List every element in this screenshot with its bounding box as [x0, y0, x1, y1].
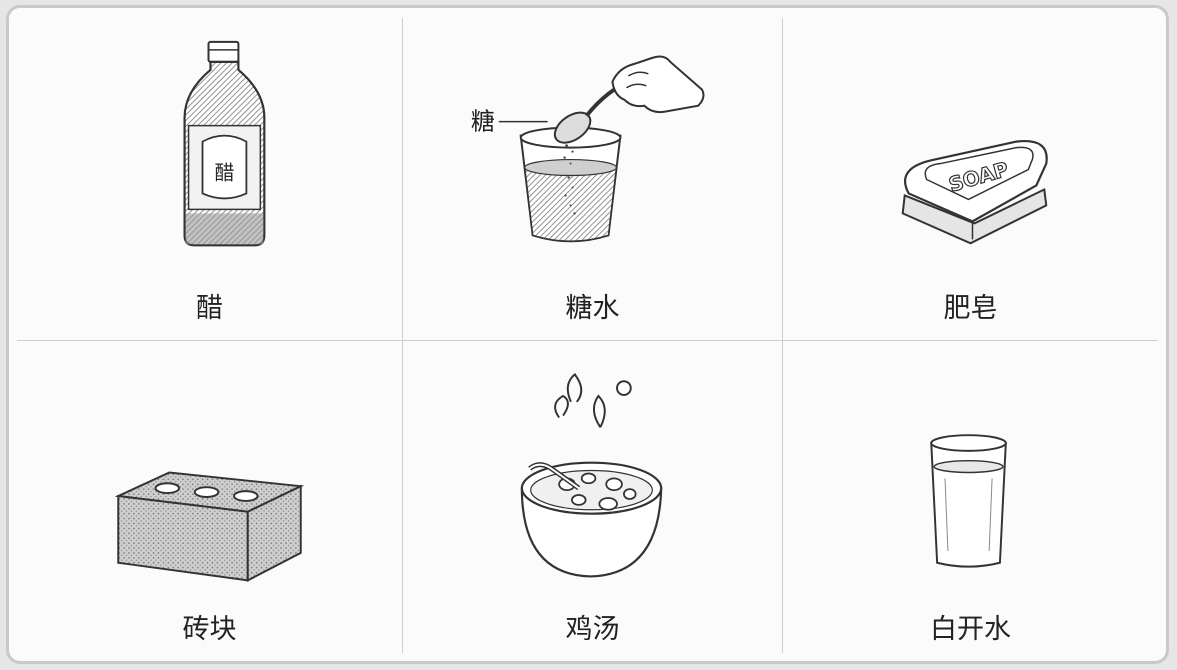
cell-soap: SOAP 肥皂 — [783, 18, 1158, 341]
vinegar-bottle-icon: 醋 — [183, 40, 266, 247]
soup-bowl-icon — [520, 372, 663, 578]
sugar-water-icon: 糖 — [471, 55, 705, 243]
sugar-callout-text: 糖 — [471, 108, 495, 136]
label-chicken-soup: 鸡汤 — [565, 614, 620, 645]
cell-chicken-soup: 鸡汤 — [403, 341, 783, 653]
cell-sugar-water: 糖 糖水 — [403, 18, 783, 341]
cell-vinegar: 醋 醋 — [17, 18, 403, 341]
bottle-label-text: 醋 — [214, 161, 234, 184]
image-frame: 醋 醋 糖 — [6, 5, 1169, 664]
water-glass-icon — [930, 434, 1007, 568]
brick-icon — [114, 471, 305, 583]
label-vinegar: 醋 — [196, 293, 223, 324]
label-soap: 肥皂 — [943, 293, 998, 324]
cell-brick: 砖块 — [17, 341, 403, 653]
label-sugar-water: 糖水 — [565, 293, 620, 324]
cell-boiled-water: 白开水 — [783, 341, 1158, 653]
item-grid: 醋 醋 糖 — [17, 18, 1158, 653]
label-boiled-water: 白开水 — [930, 614, 1011, 645]
label-brick: 砖块 — [182, 614, 237, 645]
soap-bar-icon: SOAP — [901, 139, 1048, 245]
